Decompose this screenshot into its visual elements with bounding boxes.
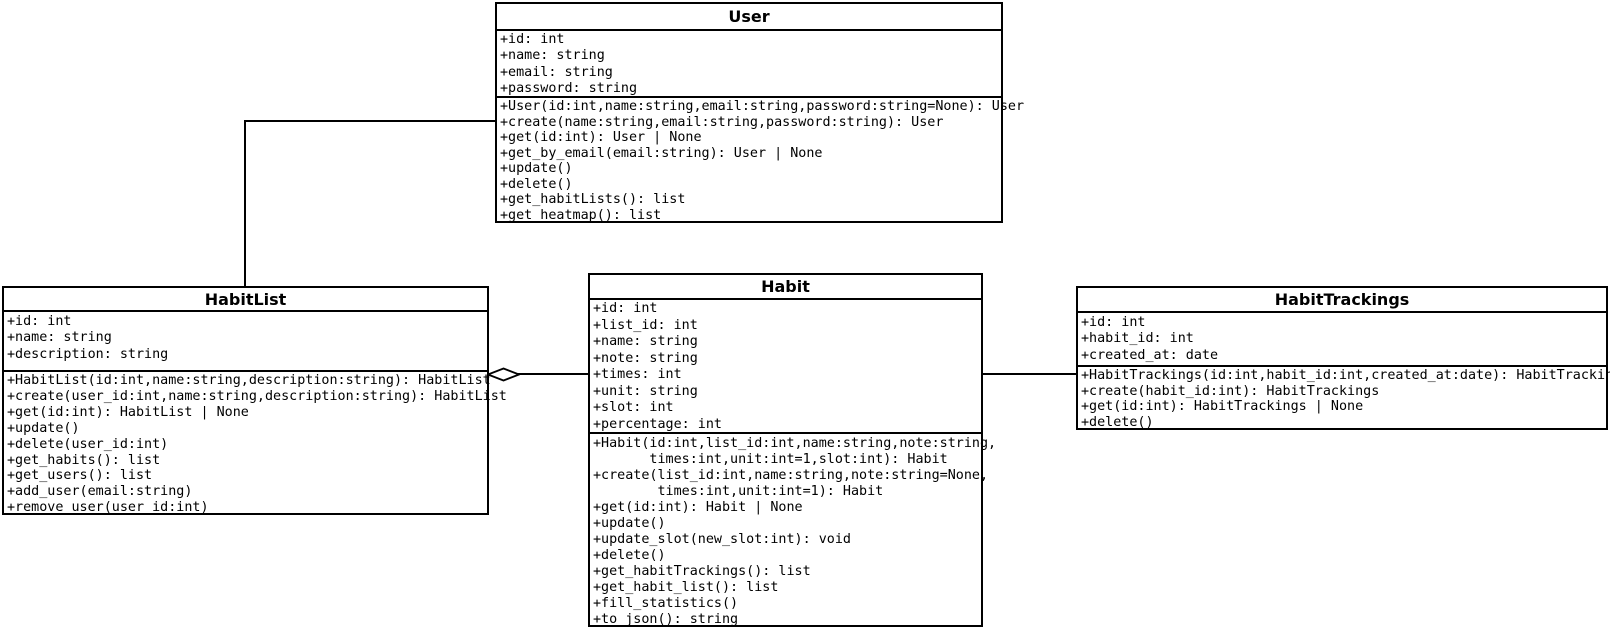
aggregation-diamond-icon <box>487 367 520 382</box>
class-box-habitlist: HabitList +id: int+name: string+descript… <box>2 286 507 516</box>
class-methods-user: +User(id:int,name:string,email:string,pa… <box>497 98 1025 223</box>
attribute-line: +password: string <box>500 80 638 96</box>
attribute-line: +unit: string <box>593 383 698 399</box>
attribute-line: +id: int <box>593 301 658 316</box>
class-attributes-habittrackings: +id: int+habit_id: int+created_at: date <box>1078 313 1606 367</box>
method-line: +update() <box>500 161 573 176</box>
method-line: +delete() <box>593 548 666 563</box>
class-methods-habitlist: +HabitList(id:int,name:string,descriptio… <box>4 372 507 516</box>
method-line: +create(habit_id:int): HabitTrackings <box>1081 383 1380 399</box>
method-line: +remove_user(user_id:int) <box>7 500 209 516</box>
connector-user-habitlist-vertical <box>244 120 246 286</box>
method-line: +get_heatmap(): list <box>500 207 662 223</box>
method-line: +get_habits(): list <box>7 452 161 468</box>
method-line: +get(id:int): HabitTrackings | None <box>1081 399 1364 415</box>
method-line: +update() <box>593 516 666 531</box>
method-line: +get_habit_list(): list <box>593 580 779 595</box>
attribute-line: +habit_id: int <box>1081 331 1194 347</box>
method-line: +Habit(id:int,list_id:int,name:string,no… <box>593 436 997 451</box>
method-line: +delete() <box>1081 414 1154 430</box>
method-line: +get_habitTrackings(): list <box>593 564 811 579</box>
class-title-habit: Habit <box>590 275 981 300</box>
method-line: +HabitList(id:int,name:string,descriptio… <box>7 373 491 388</box>
class-attributes-habit: +id: int+list_id: int+name: string+note:… <box>590 300 981 434</box>
attribute-line: +id: int <box>1081 315 1146 330</box>
class-methods-habittrackings: +HabitTrackings(id:int,habit_id:int,crea… <box>1078 367 1610 430</box>
method-line: +add_user(email:string) <box>7 484 193 500</box>
class-box-habit: Habit +id: int+list_id: int+name: string… <box>588 273 997 627</box>
attribute-line: +id: int <box>7 314 72 329</box>
method-line: +get_users(): list <box>7 468 153 484</box>
class-title-habittrackings: HabitTrackings <box>1078 288 1606 313</box>
method-line: +fill_statistics() <box>593 596 739 611</box>
method-line: +update_slot(new_slot:int): void <box>593 532 851 547</box>
method-line: +HabitTrackings(id:int,habit_id:int,crea… <box>1081 368 1610 383</box>
attribute-line: +description: string <box>7 346 169 362</box>
method-line: +get(id:int): Habit | None <box>593 500 803 515</box>
method-line: +get_by_email(email:string): User | None <box>500 145 823 161</box>
attribute-line: +id: int <box>500 32 565 47</box>
class-methods-habit: +Habit(id:int,list_id:int,name:string,no… <box>590 434 997 627</box>
attribute-line: +note: string <box>593 350 698 366</box>
method-line: +delete(user_id:int) <box>7 436 169 452</box>
attribute-line: +name: string <box>500 48 605 64</box>
attribute-line: +name: string <box>7 330 112 346</box>
class-attributes-habitlist: +id: int+name: string+description: strin… <box>4 312 487 372</box>
connector-habit-habittrackings <box>983 373 1076 375</box>
attribute-line: +times: int <box>593 367 682 382</box>
method-line: +to_json(): string <box>593 612 739 627</box>
method-line: +delete() <box>500 176 573 192</box>
class-attributes-user: +id: int+name: string+email: string+pass… <box>497 31 1001 98</box>
method-line: +create(name:string,email:string,passwor… <box>500 114 944 130</box>
attribute-line: +name: string <box>593 334 698 349</box>
method-line: times:int,unit:int=1): Habit <box>593 484 884 499</box>
attribute-line: +list_id: int <box>593 317 698 333</box>
class-box-user: User +id: int+name: string+email: string… <box>495 2 1025 223</box>
method-line: +create(list_id:int,name:string,note:str… <box>593 468 989 483</box>
class-title-habitlist: HabitList <box>4 288 487 312</box>
attribute-line: +slot: int <box>593 400 674 415</box>
method-line: +update() <box>7 420 80 436</box>
class-title-user: User <box>497 4 1001 31</box>
attribute-line: +email: string <box>500 64 613 80</box>
class-box-habittrackings: HabitTrackings +id: int+habit_id: int+cr… <box>1076 286 1610 430</box>
attribute-line: +percentage: int <box>593 416 722 432</box>
method-line: +create(user_id:int,name:string,descript… <box>7 388 507 404</box>
method-line: +User(id:int,name:string,email:string,pa… <box>500 99 1025 114</box>
method-line: +get(id:int): HabitList | None <box>7 404 249 420</box>
connector-habitlist-habit <box>505 373 588 375</box>
method-line: times:int,unit:int=1,slot:int): Habit <box>593 452 948 467</box>
connector-user-habitlist-horizontal <box>244 120 495 122</box>
method-line: +get(id:int): User | None <box>500 130 702 145</box>
attribute-line: +created_at: date <box>1081 347 1219 363</box>
method-line: +get_habitLists(): list <box>500 192 686 207</box>
